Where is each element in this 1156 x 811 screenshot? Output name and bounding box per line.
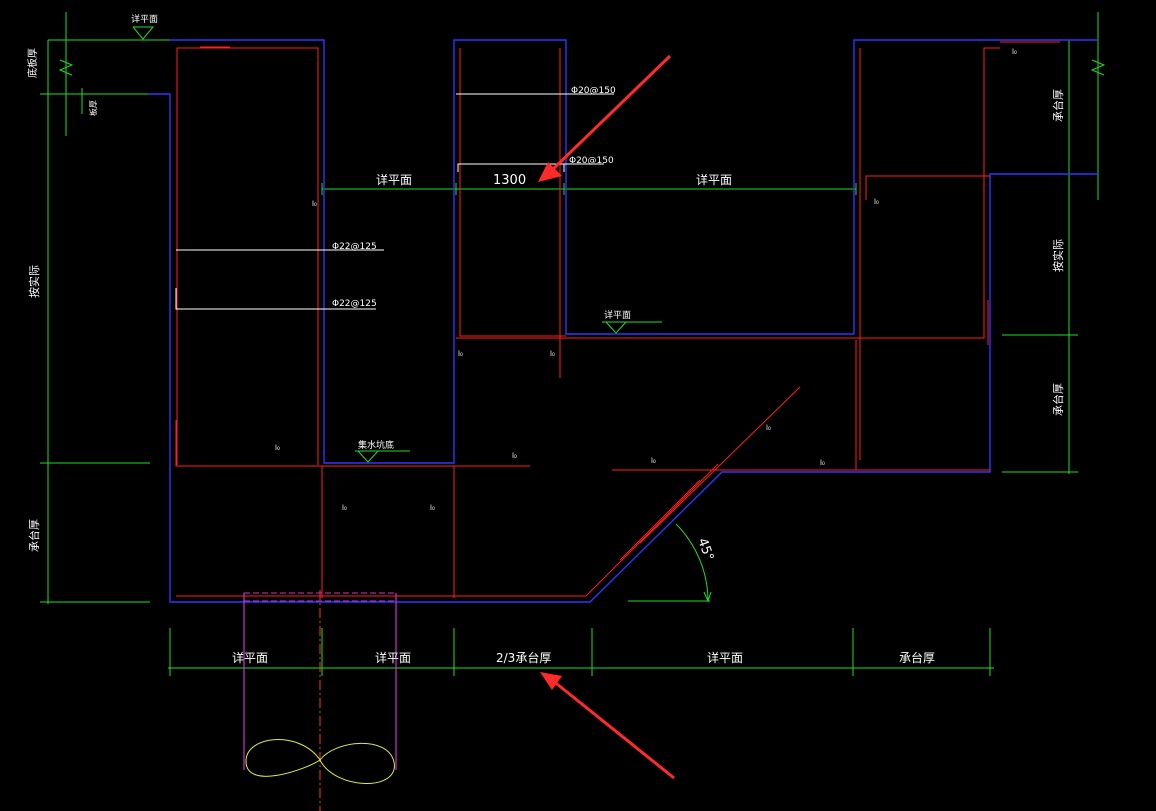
bottom-dim-1: 详平面 xyxy=(232,650,268,665)
right-dim2-label: 按实际 xyxy=(1051,239,1065,272)
right-dim3-label: 承台厚 xyxy=(1051,383,1065,416)
anchor-mark: l₀ xyxy=(766,424,771,432)
rebar-lines xyxy=(175,41,1060,598)
anchor-mark: l₀ xyxy=(458,350,463,358)
concrete-outline-bottom xyxy=(148,93,1098,603)
anchor-marks: l₀ l₀ l₀ l₀ l₀ l₀ l₀ l₀ l₀ l₀ l₀ l₀ xyxy=(275,48,1017,512)
bottom-dim-2: 详平面 xyxy=(375,650,411,665)
left-dim2-label: 承台厚 xyxy=(27,519,41,552)
angle-label: 45° xyxy=(694,536,716,563)
bottom-dim-3: 2/3承台厚 xyxy=(496,650,551,665)
anchor-mark: l₀ xyxy=(512,452,517,460)
anchor-mark: l₀ xyxy=(550,350,555,358)
dim-left: 详平面 xyxy=(376,172,412,187)
bottom-dim-5: 承台厚 xyxy=(899,650,935,665)
top-level-label: 详平面 xyxy=(131,13,158,25)
anchor-mark: l₀ xyxy=(430,504,435,512)
rebar-callout-lines xyxy=(175,93,614,310)
dim-right: 详平面 xyxy=(696,172,732,187)
rebar-note-3: Φ22@125 xyxy=(332,242,377,252)
dimension-lines xyxy=(40,12,1106,676)
anchor-mark: l₀ xyxy=(820,459,825,467)
concrete-outline xyxy=(170,39,1098,464)
anchor-mark: l₀ xyxy=(342,504,347,512)
left-dim-label: 按实际 xyxy=(27,265,41,298)
anchor-mark: l₀ xyxy=(651,457,656,465)
anchor-mark: l₀ xyxy=(1012,48,1017,56)
rebar-note-2: Φ20@150 xyxy=(569,156,614,166)
anchor-mark: l₀ xyxy=(874,198,879,206)
mid-level-label: 详平面 xyxy=(604,309,631,321)
anchor-mark: l₀ xyxy=(275,444,280,452)
rebar-note-1: Φ20@150 xyxy=(571,86,616,96)
anchor-mark: l₀ xyxy=(312,200,317,208)
right-dim1-label: 承台厚 xyxy=(1051,89,1065,122)
rebar-note-4: Φ22@125 xyxy=(332,299,377,309)
pit-bottom-label: 集水坑底 xyxy=(358,439,394,451)
depth-small-label: 板厚 xyxy=(88,100,98,116)
pile xyxy=(243,590,397,811)
dim-middle: 1300 xyxy=(493,173,526,188)
bottom-dim-4: 详平面 xyxy=(707,650,743,665)
bottom-thick-label: 底板厚 xyxy=(26,48,39,78)
annotation-arrows xyxy=(538,54,675,780)
